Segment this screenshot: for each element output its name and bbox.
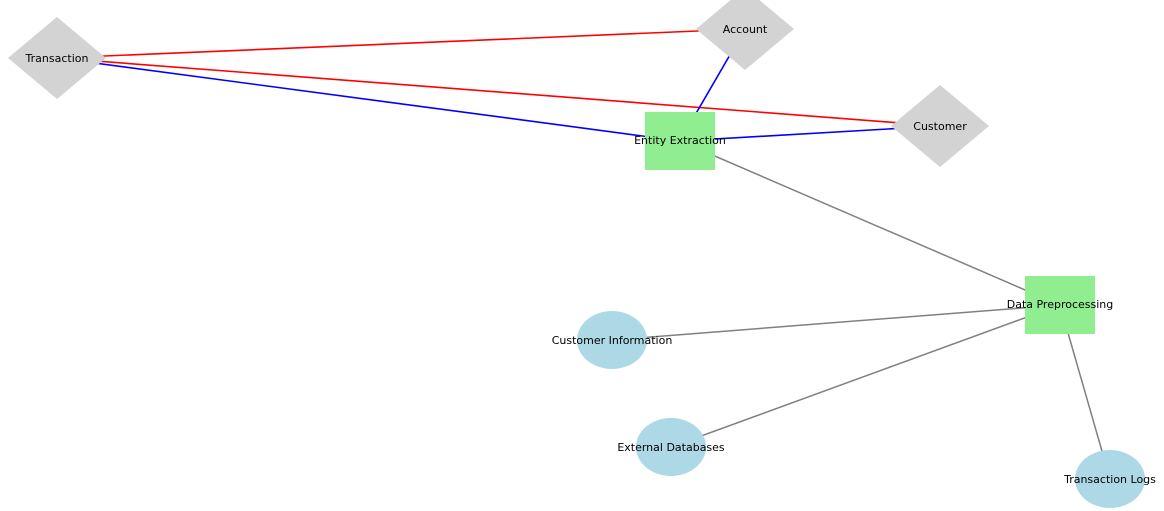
node-customer: Customer [891, 85, 989, 167]
node-account-label: Account [723, 23, 768, 36]
node-account-shape [696, 0, 794, 70]
node-data-preprocessing-label: Data Preprocessing [1007, 298, 1114, 311]
node-transaction-label: Transaction [25, 52, 89, 65]
node-customer-shape [891, 85, 989, 167]
node-transaction-logs-label: Transaction Logs [1063, 473, 1156, 486]
node-transaction: Transaction [8, 17, 106, 99]
edge-entity-extraction-to-data-preprocessing [679, 140, 1061, 306]
node-customer-information: Customer Information [552, 311, 673, 369]
node-entity-extraction-label: Entity Extraction [634, 134, 726, 147]
edge-transaction-to-account [56, 28, 746, 59]
edge-transaction-to-customer [56, 57, 941, 127]
node-entity-extraction: Entity Extraction [634, 112, 726, 170]
node-layer: Transaction Account Customer Entity Extr… [8, 0, 1156, 508]
node-customer-information-label: Customer Information [552, 334, 673, 347]
edge-external-databases-to-data-preprocessing [670, 304, 1061, 448]
node-data-preprocessing-shape [1025, 276, 1095, 334]
node-transaction-shape [8, 17, 106, 99]
node-customer-information-shape [577, 311, 647, 369]
node-external-databases-shape [636, 418, 706, 476]
node-transaction-logs-shape [1075, 450, 1145, 508]
edge-layer [56, 28, 1111, 480]
node-entity-extraction-shape [645, 112, 715, 170]
node-transaction-logs: Transaction Logs [1063, 450, 1156, 508]
edge-customer-information-to-data-preprocessing [611, 304, 1061, 341]
edge-transaction-to-entity-extraction [56, 57, 681, 142]
node-external-databases: External Databases [617, 418, 725, 476]
node-data-preprocessing: Data Preprocessing [1007, 276, 1114, 334]
node-customer-label: Customer [913, 120, 967, 133]
node-account: Account [696, 0, 794, 70]
node-external-databases-label: External Databases [617, 441, 725, 454]
